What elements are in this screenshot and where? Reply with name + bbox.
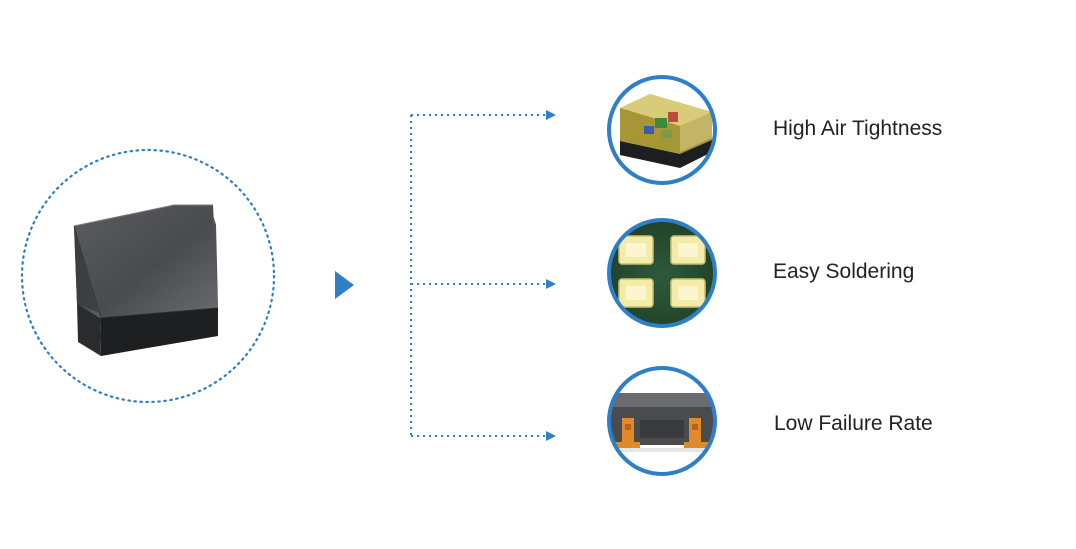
branch-arrowhead-1 bbox=[546, 110, 556, 120]
feature-label-air-tightness: High Air Tightness bbox=[773, 117, 943, 140]
solder-pads-icon bbox=[607, 218, 717, 328]
main-dotted-circle bbox=[20, 148, 276, 404]
chip-package-icon bbox=[73, 204, 219, 356]
main-chip-group bbox=[20, 148, 276, 404]
cross-section-icon bbox=[607, 366, 717, 476]
branch-arrowhead-3 bbox=[546, 431, 556, 441]
sealed-package-icon bbox=[607, 75, 717, 185]
branch-arrowhead-2 bbox=[546, 279, 556, 289]
feature-label-low-failure-rate: Low Failure Rate bbox=[774, 412, 933, 435]
connector-lines bbox=[410, 114, 548, 437]
flow-arrow-icon bbox=[335, 271, 354, 299]
feature-label-easy-soldering: Easy Soldering bbox=[773, 260, 915, 283]
